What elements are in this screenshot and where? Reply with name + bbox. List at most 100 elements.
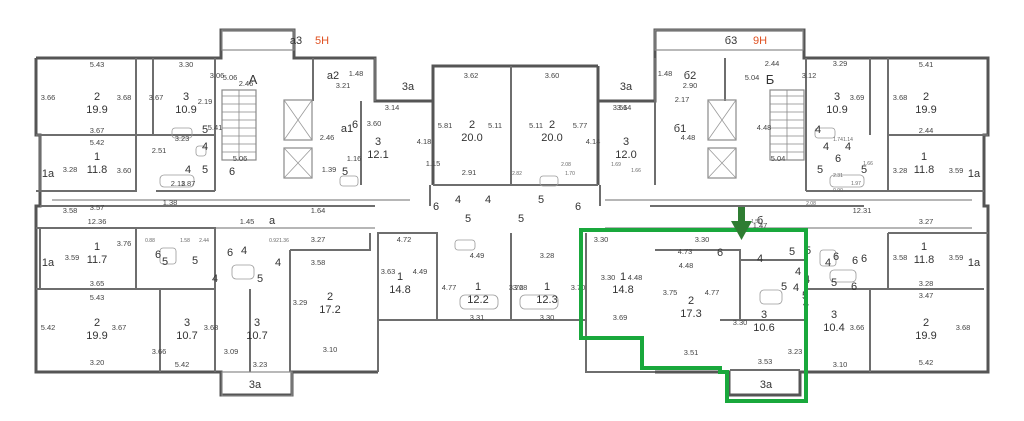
- room-area-l-1-11.7: 11.7: [87, 254, 108, 266]
- small-room-35: 6: [852, 255, 858, 267]
- dimension-86: 3.30: [540, 313, 555, 322]
- stair-right: [769, 89, 805, 161]
- room-area-r-1-14.8: 14.8: [612, 284, 633, 296]
- dimension-25: 5.11: [529, 121, 543, 130]
- room-number-l-1-11.7: 1: [94, 241, 100, 253]
- dimension-66: 3.28: [540, 251, 555, 260]
- small-room-23: 4: [241, 245, 247, 257]
- dimension-44: 3.57: [90, 203, 105, 212]
- lift-right: [707, 99, 737, 179]
- room-area-r-3-10.4: 10.4: [823, 322, 844, 334]
- small-room-17: 5: [861, 164, 867, 176]
- room-number-l-3-10.7-a: 3: [184, 317, 190, 329]
- dimension-11: 5.04: [745, 73, 760, 82]
- dimension-69: 4.48: [679, 261, 694, 270]
- small-room-38: 4: [795, 266, 801, 278]
- dimension-60: 3.59: [949, 253, 964, 262]
- dimension-8: 3.60: [545, 71, 560, 80]
- dimension-61: 3.59: [65, 253, 80, 262]
- dimension-14: 3.29: [833, 59, 848, 68]
- fixtures: [159, 127, 865, 310]
- dimension-108: 1.16: [347, 154, 362, 163]
- section-label-right: Б: [766, 72, 775, 87]
- room-number-l-3-10.7-b: 3: [254, 317, 260, 329]
- dimension-19: 2.19: [198, 97, 213, 106]
- dimension-35: 5.06: [233, 154, 248, 163]
- room-number-c-1-12.3: 1: [544, 281, 550, 293]
- room-area-l-3-10.7-b: 10.7: [246, 330, 267, 342]
- dimension-31: 3.69: [850, 93, 865, 102]
- room-area-r-2-17.3: 17.3: [680, 308, 701, 320]
- room-area-r-2-19.9-bot: 19.9: [915, 330, 936, 342]
- dimension-4: 2.46: [239, 79, 254, 88]
- room-area-r-3-12.0: 12.0: [615, 149, 636, 161]
- room-area-r-3-10.6: 10.6: [753, 322, 774, 334]
- small-room-40: 4: [793, 282, 799, 294]
- small-room-15: 4: [823, 141, 829, 153]
- dimension-49: 12.31: [853, 206, 872, 215]
- dimension-20: 3.14: [385, 103, 400, 112]
- small-room-4: 4: [185, 164, 191, 176]
- dimension-53: 3.27: [311, 235, 326, 244]
- dimension-37: 4.48: [681, 133, 696, 142]
- dimension-92: 3.10: [323, 345, 338, 354]
- room-number-r-2-17.3: 2: [688, 295, 694, 307]
- dimension-23: 5.81: [438, 121, 453, 130]
- small-room-20: 5: [162, 256, 168, 268]
- small-room-31: 6: [833, 251, 839, 263]
- dimension-42: 3.28: [63, 165, 78, 174]
- dimension-56: 3.30: [695, 235, 710, 244]
- dimension-79: 3.47: [919, 291, 934, 300]
- small-room-11: 5: [538, 194, 544, 206]
- dimension-84: 3.69: [613, 313, 628, 322]
- dimension-89: 3.68: [956, 323, 971, 332]
- dimension-75: 3.68: [513, 283, 528, 292]
- room-number-l-a: а: [269, 215, 276, 227]
- dimension-104: 1.87: [181, 179, 196, 188]
- room-number-r-b2: б2: [684, 70, 696, 82]
- dimension-36: 2.46: [320, 133, 335, 142]
- dimension-16: 3.66: [41, 93, 56, 102]
- dimension-80: 5.43: [90, 293, 105, 302]
- mark-left-a: а3: [290, 35, 302, 47]
- room-number-r-1-11.8-bot: 1: [921, 241, 927, 253]
- dimension-127: 0.92: [269, 238, 279, 244]
- room-number-l-2-19.9-bot: 2: [94, 317, 100, 329]
- room-area-l-3-10.7-a: 10.7: [176, 330, 197, 342]
- room-number-l-3-10.9-top: 3: [183, 91, 189, 103]
- small-room-19: 6: [835, 153, 841, 165]
- room-area-c-1-12.2: 12.2: [467, 294, 488, 306]
- dimension-0: 5.43: [90, 60, 105, 69]
- dimension-82: 3.67: [112, 323, 127, 332]
- dimension-87: 3.30: [733, 318, 748, 327]
- dimension-81: 5.42: [41, 323, 56, 332]
- room-number-l-a2: а2: [327, 70, 339, 82]
- small-room-24: 6: [227, 247, 233, 259]
- dimension-83: 3.68: [204, 323, 219, 332]
- small-room-1: 5: [202, 124, 208, 136]
- dimension-122: 0.90: [833, 188, 843, 194]
- dimension-2: 3.06: [210, 71, 225, 80]
- room-number-r-3-10.4: 3: [831, 309, 837, 321]
- dimension-115: 1.66: [631, 168, 641, 174]
- dimension-102: 2.51: [152, 146, 167, 155]
- dimension-39: 5.04: [771, 154, 786, 163]
- dimension-67: 3.30: [601, 273, 616, 282]
- dimension-46: 3.59: [949, 166, 964, 175]
- loggia-a3: [221, 29, 295, 51]
- room-area-l-1-11.8: 11.8: [87, 164, 108, 176]
- dimension-7: 3.62: [464, 71, 479, 80]
- small-room-29: 4: [825, 257, 831, 269]
- highlighted-apartment-outline[interactable]: [579, 228, 808, 403]
- mark-right-b: 9Н: [753, 35, 767, 47]
- small-room-43: 5: [781, 281, 787, 293]
- pointer-arrow: [731, 207, 752, 240]
- dimension-111: 2.82: [512, 171, 522, 177]
- dimension-28: 3.56: [613, 103, 628, 112]
- room-area-l-2-19.9-bot: 19.9: [86, 330, 107, 342]
- small-room-33: 4: [757, 253, 763, 265]
- dimension-119: 1.74: [833, 137, 843, 143]
- dimension-94: 3.53: [758, 357, 773, 366]
- dimension-77: 3.75: [663, 288, 678, 297]
